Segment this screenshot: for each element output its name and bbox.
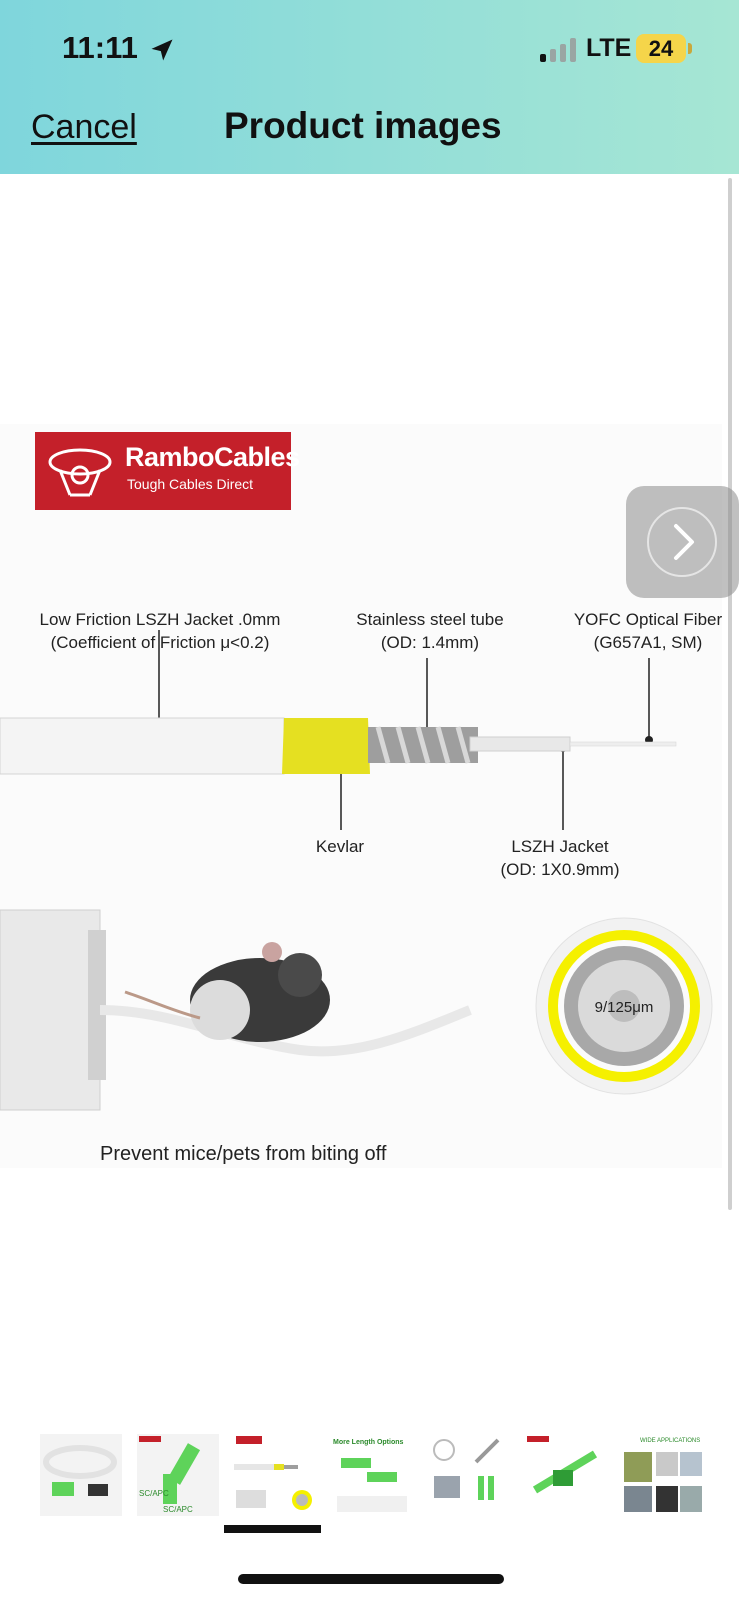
selected-thumbnail-indicator	[224, 1525, 321, 1533]
tube-label-line2: (OD: 1.4mm)	[380, 633, 480, 652]
lszh-inner-jacket	[469, 736, 571, 752]
mouse-head	[278, 953, 322, 997]
page-title: Product images	[224, 105, 502, 146]
lszh-label-line2: (OD: 1X0.9mm)	[500, 860, 620, 879]
thumbnail-3-image	[234, 1436, 312, 1510]
mouse-tail	[124, 990, 201, 1020]
network-type: LTE	[586, 34, 632, 62]
image-caption: Prevent mice/pets from biting off	[100, 1143, 387, 1165]
lszh-label-line1: LSZH Jacket	[511, 837, 609, 856]
cross-section-core	[608, 990, 640, 1022]
battery-indicator: 24	[636, 34, 686, 63]
cable-diagram	[0, 630, 677, 830]
white-cable	[99, 1005, 472, 1057]
thumbnail-2-label-2: SC/APC	[163, 1505, 193, 1514]
thumbnail-strip: SC/APC SC/APC More Length Options	[0, 1434, 739, 1524]
thumbnail-7[interactable]: WIDE APPLICATIONS	[622, 1434, 704, 1516]
thumbnail-2[interactable]: SC/APC SC/APC	[137, 1434, 219, 1516]
fiber-label-line2: (G657A1, SM)	[593, 633, 703, 652]
fiber-label: YOFC Optical Fiber (G657A1, SM)	[570, 608, 726, 654]
jacket-label-line2: (Coefficient of Friction μ<0.2)	[50, 633, 270, 652]
thumbnail-6[interactable]	[525, 1434, 607, 1516]
router-box	[0, 909, 101, 1111]
jacket-label: Low Friction LSZH Jacket .0mm (Coefficie…	[30, 608, 290, 654]
thumbnail-2-image: SC/APC SC/APC	[139, 1436, 201, 1514]
thumbnail-2-label-1: SC/APC	[139, 1489, 169, 1498]
location-arrow-icon	[151, 39, 173, 61]
cancel-button[interactable]: Cancel	[31, 108, 137, 146]
fiber-cross-section: 9/125μm	[535, 917, 713, 1095]
home-indicator[interactable]	[238, 1574, 504, 1584]
kevlar-layer	[282, 718, 370, 774]
battery-tip	[688, 43, 692, 54]
header-bar: 11:11 LTE 24 Cancel Product images	[0, 0, 739, 174]
thumbnail-3-selected[interactable]	[234, 1434, 316, 1516]
thumbnail-4[interactable]: More Length Options	[331, 1434, 413, 1516]
bull-logo-icon	[48, 448, 112, 497]
lszh-label: LSZH Jacket (OD: 1X0.9mm)	[490, 835, 630, 881]
steel-spiral	[375, 726, 471, 764]
tube-label-line1: Stainless steel tube	[356, 610, 504, 629]
logo-tagline: Tough Cables Direct	[127, 476, 254, 492]
thumbnail-7-title: WIDE APPLICATIONS	[640, 1438, 700, 1444]
optical-fiber	[569, 741, 677, 747]
thumbnail-6-image	[527, 1436, 598, 1494]
core-size-label: 9/125μm	[595, 999, 654, 1016]
thumbnail-1[interactable]	[40, 1434, 122, 1516]
router-ports	[88, 930, 106, 1080]
chevron-right-icon	[647, 507, 717, 577]
thumbnail-1-image	[43, 1445, 117, 1496]
thumbnail-4-image: More Length Options	[333, 1439, 407, 1512]
signal-bars-icon	[540, 38, 576, 62]
vertical-scrollbar[interactable]	[728, 178, 732, 1210]
fiber-label-line1: YOFC Optical Fiber	[573, 610, 723, 629]
mouse-white-patch	[190, 980, 250, 1040]
status-time: 11:11	[62, 30, 138, 65]
thumbnail-5-image	[433, 1438, 500, 1500]
logo-brand-text: RamboCables	[125, 442, 300, 472]
thumbnail-7-image: WIDE APPLICATIONS	[624, 1438, 702, 1512]
mouse-illustration	[0, 909, 472, 1111]
thumbnail-5[interactable]	[428, 1434, 510, 1516]
tube-label: Stainless steel tube (OD: 1.4mm)	[340, 608, 520, 654]
brand-logo: RamboCables Tough Cables Direct	[35, 432, 300, 510]
thumbnail-4-title: More Length Options	[333, 1439, 403, 1446]
kevlar-label: Kevlar	[315, 837, 365, 856]
mouse-ear	[262, 942, 282, 962]
jacket-label-line1: Low Friction LSZH Jacket .0mm	[39, 610, 281, 629]
next-image-button[interactable]	[626, 486, 739, 598]
outer-jacket	[0, 717, 285, 775]
